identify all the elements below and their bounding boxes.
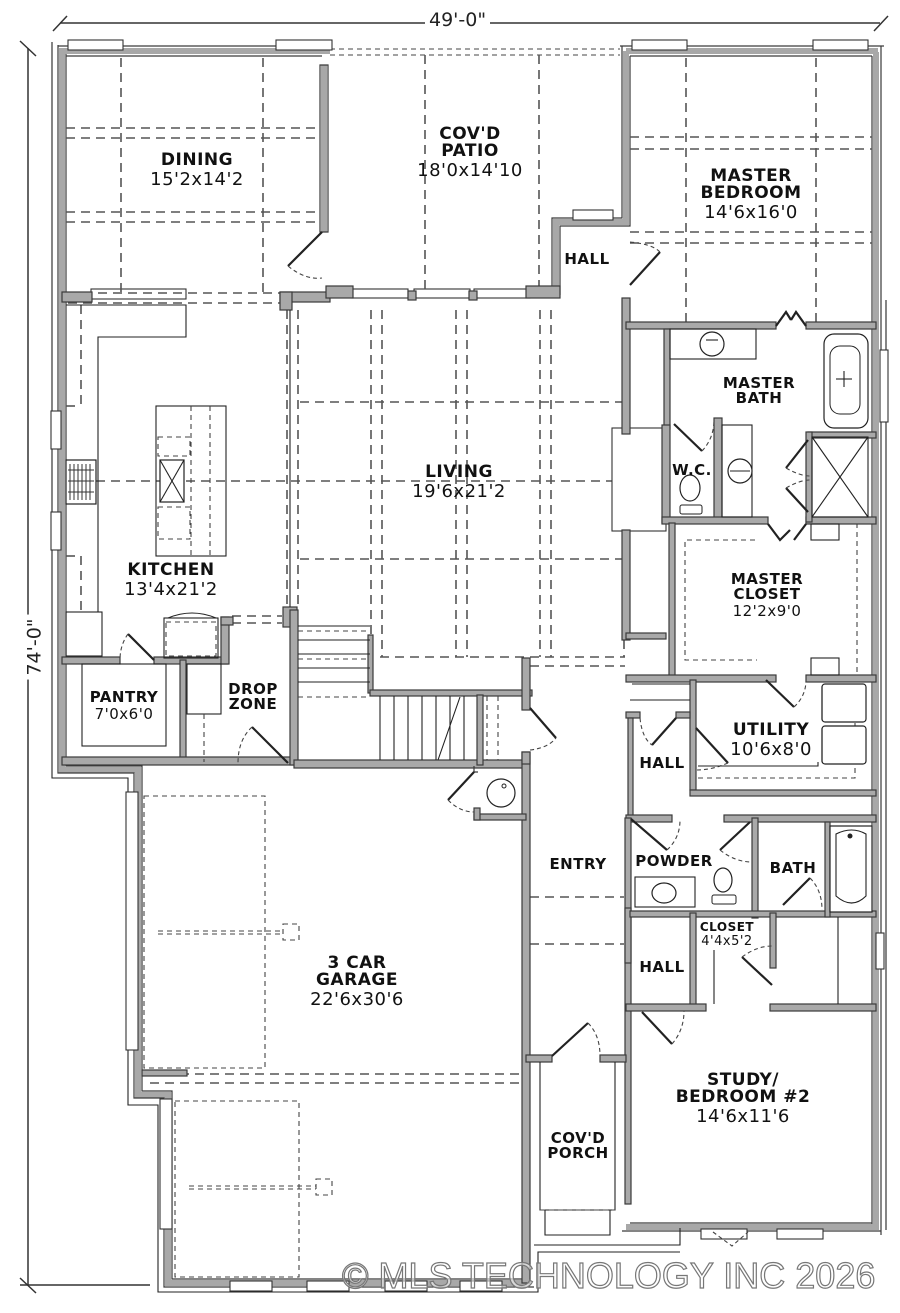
room-utility-dim: 10'6x8'0 [730,739,812,760]
room-master-bath: MASTER BATH [723,376,795,406]
room-dining-dim: 15'2x14'2 [150,169,244,190]
room-hall-bed2-name: HALL [639,958,685,976]
room-wc-name: W.C. [672,461,712,479]
room-kitchen: KITCHEN 13'4x21'2 [124,562,218,599]
room-bath-name: BATH [769,859,817,877]
tub-icon [829,825,873,913]
room-dining: DINING 15'2x14'2 [150,152,244,189]
room-garage-name-1: 3 CAR [327,953,387,973]
room-closet-dim: 4'4x5'2 [701,934,753,949]
room-porch-name-1: COV'D [550,1129,606,1147]
lavatory-sink-icon [727,458,753,484]
room-patio: COV'D PATIO 18'0x14'10 [417,126,523,180]
washer-icon [821,683,867,723]
room-porch: COV'D PORCH [547,1131,608,1161]
room-master-closet-name-1: MASTER [730,570,804,588]
room-entry: ENTRY [549,857,606,872]
room-drop-zone-name-1: DROP [228,680,278,698]
tub-icon [823,333,869,429]
room-entry-name: ENTRY [549,855,607,873]
room-drop-zone-name-2: ZONE [228,695,278,713]
lavatory-sink-icon [699,331,725,357]
room-master-closet: MASTER CLOSET 12'2x9'0 [731,572,803,619]
doors [119,231,823,1247]
room-closet: CLOSET 4'4x5'2 [700,921,754,948]
exterior-walls [51,42,887,1293]
room-living-name: LIVING [425,462,493,482]
overall-depth-label: 74'-0" [23,614,46,680]
room-garage-dim: 22'6x30'6 [310,989,404,1010]
room-utility: UTILITY 10'6x8'0 [730,722,812,759]
refrigerator-icon [163,612,219,659]
room-master-closet-name-2: CLOSET [733,585,801,603]
room-study-name-2: BEDROOM #2 [675,1087,811,1107]
room-drop-zone: DROP ZONE [228,682,278,712]
island-sink-icon [155,405,227,557]
interior-walls [61,285,877,1284]
room-utility-name: UTILITY [732,720,810,740]
dryer-icon [821,725,867,765]
range-icon [65,459,97,505]
room-patio-name-1: COV'D [439,124,501,144]
room-master-bath-name-1: MASTER [722,374,796,392]
room-master-closet-dim: 12'2x9'0 [732,602,802,620]
room-porch-name-2: PORCH [547,1144,609,1162]
room-hall-bed2: HALL [639,960,684,975]
room-powder-name: POWDER [635,852,713,870]
stairs-icon [298,625,499,761]
overall-width-label: 49'-0" [425,9,491,31]
room-master-bedroom: MASTER BEDROOM 14'6x16'0 [700,168,801,222]
fixtures [65,304,873,1278]
room-hall-utility: HALL [639,756,684,771]
room-pantry: PANTRY 7'0x6'0 [90,690,159,722]
room-kitchen-name: KITCHEN [127,560,215,580]
ceiling-beam-lines [66,55,872,1084]
room-hall-utility-name: HALL [639,754,685,772]
room-dining-name: DINING [160,150,234,170]
room-kitchen-dim: 13'4x21'2 [124,579,218,600]
room-study-dim: 14'6x11'6 [696,1106,790,1127]
room-garage-name-2: GARAGE [316,970,398,990]
toilet-icon [679,474,703,515]
room-powder: POWDER [635,854,713,869]
shower-icon [811,436,869,518]
room-master-bedroom-dim: 14'6x16'0 [704,202,798,223]
copyright-watermark: © MLS TECHNOLOGY INC 2026 [341,1254,876,1296]
room-study: STUDY/ BEDROOM #2 14'6x11'6 [676,1072,811,1126]
room-living-dim: 19'6x21'2 [412,481,506,502]
room-living: LIVING 19'6x21'2 [412,464,506,501]
room-master-bedroom-name-1: MASTER [710,166,792,186]
room-bath: BATH [770,861,817,876]
lavatory-sink-icon [651,882,677,904]
room-patio-dim: 18'0x14'10 [417,160,523,181]
room-master-bedroom-name-2: BEDROOM [700,183,802,203]
room-pantry-dim: 7'0x6'0 [94,705,154,723]
room-wc: W.C. [672,463,712,478]
room-hall-master: HALL [564,252,609,267]
room-patio-name-2: PATIO [441,141,499,161]
room-hall-master-name: HALL [564,250,610,268]
room-study-name-1: STUDY/ [706,1070,780,1090]
room-garage: 3 CAR GARAGE 22'6x30'6 [310,955,404,1009]
room-closet-name: CLOSET [699,920,755,934]
water-heater-icon [486,778,516,808]
room-pantry-name: PANTRY [89,688,159,706]
room-master-bath-name-2: BATH [735,389,783,407]
toilet-icon [711,867,737,905]
